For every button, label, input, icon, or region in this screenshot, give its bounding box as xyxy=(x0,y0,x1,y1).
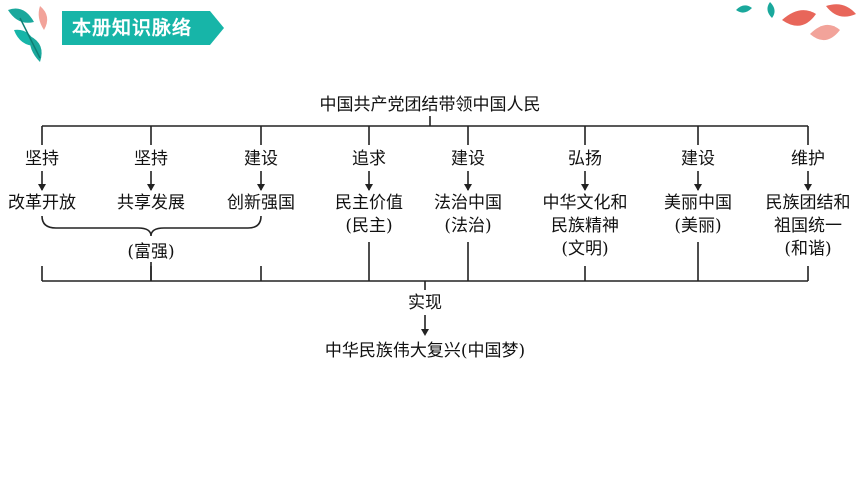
goal-label: 美丽中国 xyxy=(664,193,732,213)
goal-label: (文明) xyxy=(561,239,609,259)
goal-label: 创新强国 xyxy=(227,193,295,213)
column-arrow-head xyxy=(804,184,812,191)
goal-label: 改革开放 xyxy=(8,193,76,213)
verb-label: 弘扬 xyxy=(568,149,602,169)
bottom-label: 中华民族伟大复兴(中国梦) xyxy=(324,341,526,361)
goal-label: (和谐) xyxy=(784,239,832,259)
goal-label: 民主价值 xyxy=(335,193,403,213)
goal-label: (美丽) xyxy=(674,216,722,236)
leaf-decoration-left xyxy=(8,6,48,62)
column-arrow-head xyxy=(257,184,265,191)
brace-label: (富强) xyxy=(127,242,175,262)
column-arrow-head xyxy=(694,184,702,191)
verb-label: 维护 xyxy=(791,149,825,169)
verb-label: 建设 xyxy=(244,149,278,169)
goal-label: 中华文化和 xyxy=(542,193,628,213)
top-label: 中国共产党团结带领中国人民 xyxy=(319,95,541,115)
verb-label: 坚持 xyxy=(25,149,59,169)
goal-label: 共享发展 xyxy=(117,193,185,213)
column-arrow-head xyxy=(365,184,373,191)
verb-label: 建设 xyxy=(681,149,715,169)
section-title: 本册知识脉络 xyxy=(72,17,193,39)
realize-arrow-head xyxy=(421,329,429,336)
leaf-decoration-right xyxy=(736,2,856,41)
goal-label: (法治) xyxy=(444,216,492,236)
goal-label: 民族精神 xyxy=(551,216,619,236)
goal-label: 祖国统一 xyxy=(774,216,842,236)
goal-label: (民主) xyxy=(345,216,393,236)
section-tag: 本册知识脉络 xyxy=(62,11,224,45)
realize-label: 实现 xyxy=(408,293,442,313)
column-arrow-head xyxy=(581,184,589,191)
fuqiang-brace xyxy=(41,215,262,237)
column-arrow-head xyxy=(38,184,46,191)
verb-label: 坚持 xyxy=(134,149,168,169)
goal-label: 法治中国 xyxy=(434,193,502,213)
column-arrow-head xyxy=(464,184,472,191)
goal-label: 民族团结和 xyxy=(765,193,851,213)
verb-label: 建设 xyxy=(451,149,485,169)
column-arrow-head xyxy=(147,184,155,191)
verb-label: 追求 xyxy=(352,149,386,169)
